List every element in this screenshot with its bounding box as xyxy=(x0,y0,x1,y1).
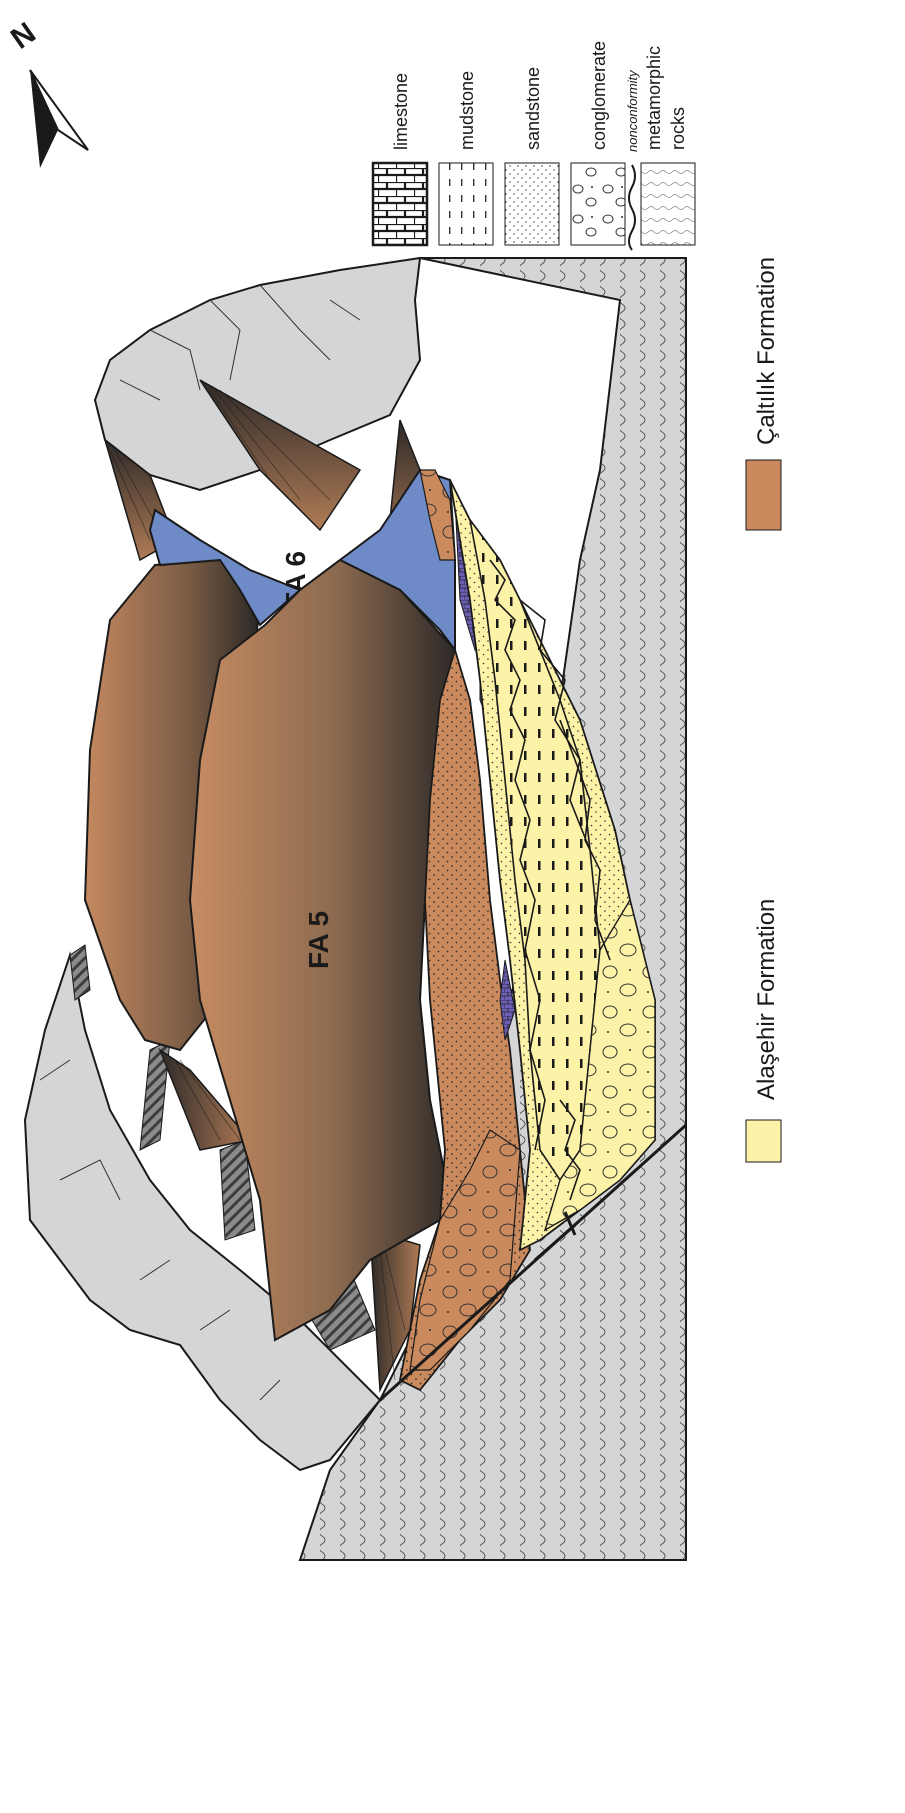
legend-swatch-conglomerate xyxy=(571,163,625,245)
legend-swatch-metamorphic xyxy=(641,163,695,245)
legend-swatch-limestone xyxy=(373,163,427,245)
legend-label-rocks: rocks xyxy=(668,107,688,150)
legend-label-sandstone: sandstone xyxy=(523,67,543,150)
legend-label-metamorphic: metamorphic xyxy=(644,46,664,150)
legend-formations: Alaşehir Formation Çaltılık Formation xyxy=(746,257,781,1162)
fa5-label: FA 5 xyxy=(303,911,334,969)
legend-swatch-nonconformity xyxy=(629,165,635,250)
legend-lithology: limestone mudstone sandstone conglomerat… xyxy=(373,41,695,250)
legend-label-caltilik: Çaltılık Formation xyxy=(753,257,780,445)
legend-swatch-alasehir xyxy=(746,1120,781,1162)
legend-label-conglomerate: conglomerate xyxy=(589,41,609,150)
north-label: N xyxy=(5,16,42,55)
legend-label-nonconformity: nonconformity xyxy=(625,69,640,152)
legend-label-limestone: limestone xyxy=(391,73,411,150)
legend-label-alasehir: Alaşehir Formation xyxy=(753,899,780,1100)
legend-swatch-caltilik xyxy=(746,460,781,530)
north-arrow: N xyxy=(5,16,88,168)
legend-swatch-mudstone xyxy=(439,163,493,245)
legend-label-mudstone: mudstone xyxy=(457,71,477,150)
legend-swatch-sandstone xyxy=(505,163,559,245)
